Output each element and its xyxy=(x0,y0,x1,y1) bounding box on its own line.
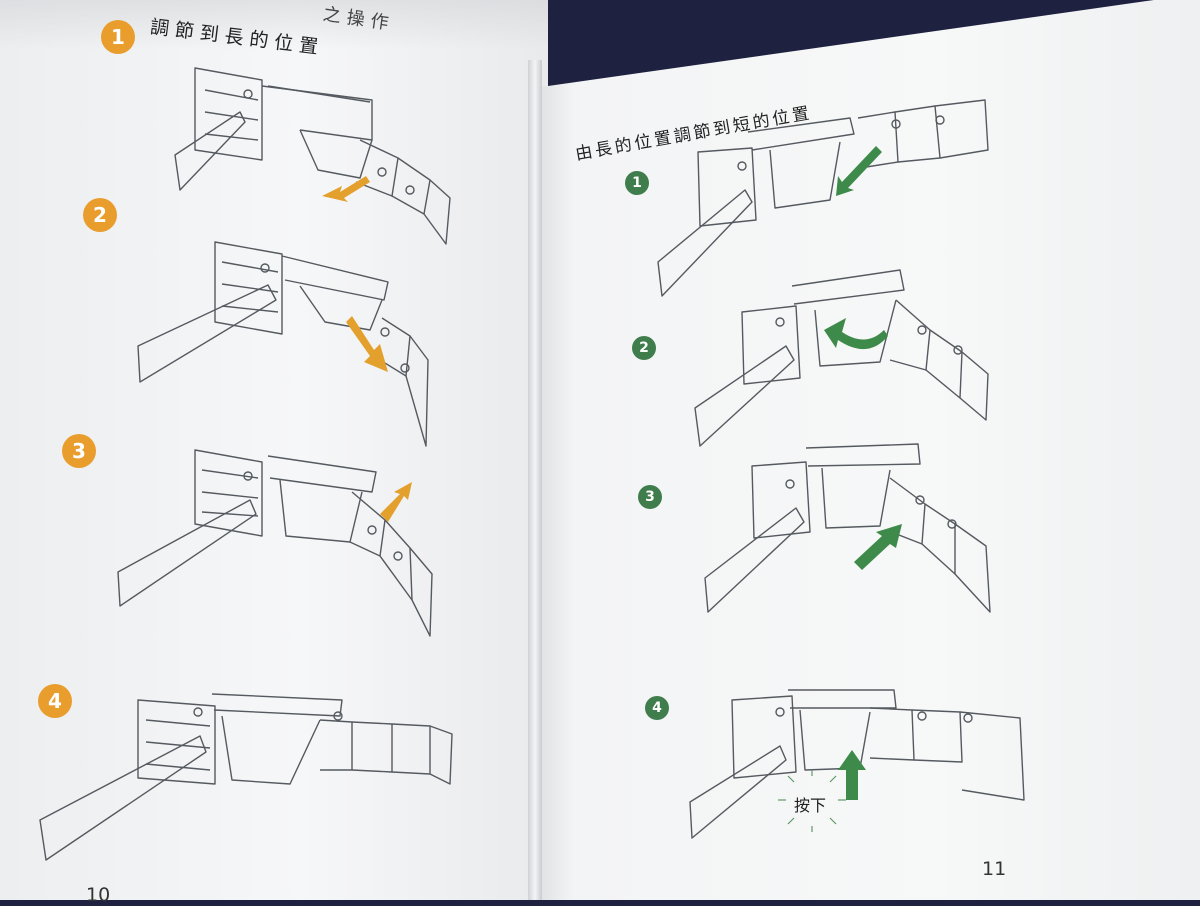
clasp-illustration xyxy=(689,689,1025,839)
page-shadow xyxy=(0,0,548,50)
right-step-badge: 3 xyxy=(638,485,662,509)
clasp-illustration xyxy=(39,693,453,861)
left-step-badge: 1 xyxy=(101,20,135,54)
book-spine xyxy=(528,60,542,900)
arrow-icon xyxy=(836,146,882,196)
green-arrows xyxy=(824,146,902,800)
orange-arrows xyxy=(322,176,412,522)
arrow-icon xyxy=(346,316,388,372)
clasp-illustration xyxy=(704,443,991,613)
arrow-icon xyxy=(380,482,412,522)
arrow-icon xyxy=(322,176,370,202)
clasp-illustration xyxy=(137,241,429,447)
press-label: 按下 xyxy=(794,796,827,815)
left-step-badge: 2 xyxy=(83,198,117,232)
clasp-illustration xyxy=(174,67,451,245)
left-page-number: 10 xyxy=(86,884,111,906)
press-burst-icon xyxy=(778,770,846,832)
right-step-badge: 2 xyxy=(632,336,656,360)
arrow-icon xyxy=(838,750,866,800)
clasp-illustration xyxy=(117,449,433,637)
clasp-illustration xyxy=(657,99,989,297)
arrow-icon xyxy=(824,318,888,350)
right-step-badge: 1 xyxy=(625,171,649,195)
left-step-badge: 3 xyxy=(62,434,96,468)
right-page xyxy=(534,0,1200,900)
left-step-badge: 4 xyxy=(38,684,72,718)
arrow-icon xyxy=(854,524,902,570)
clasp-illustration xyxy=(694,269,989,447)
right-step-badge: 4 xyxy=(645,696,669,720)
right-page-number: 11 xyxy=(982,858,1007,880)
